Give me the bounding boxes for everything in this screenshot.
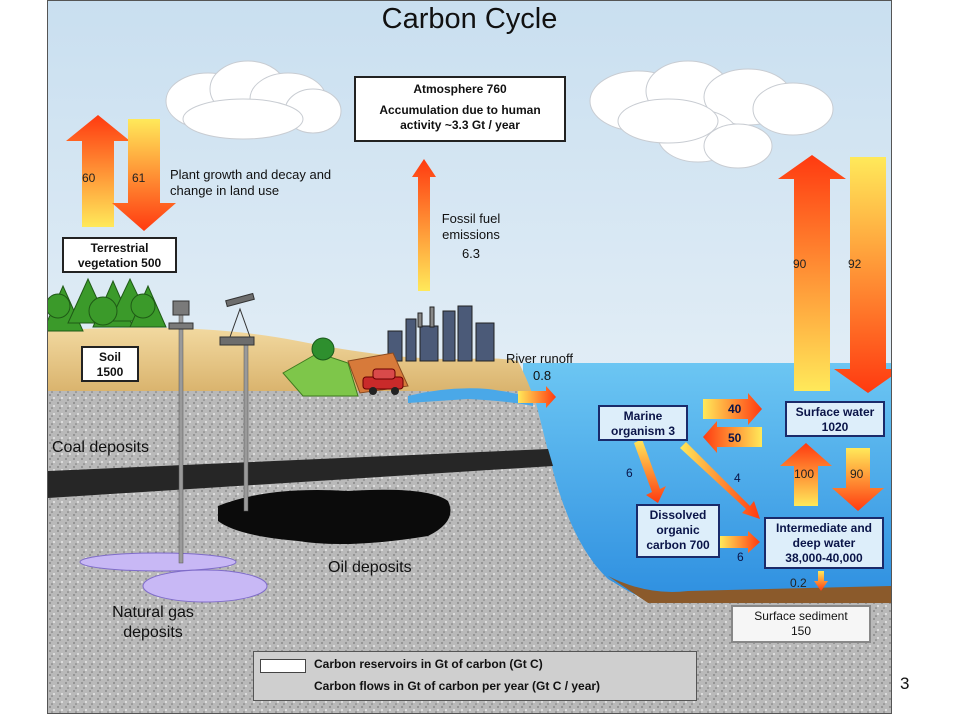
atmosphere-box: Atmosphere 760 Accumulation due to human… <box>354 76 566 142</box>
gas-pocket-right <box>142 569 268 603</box>
flow-sediment: 0.2 <box>790 576 807 590</box>
cloud-left <box>165 60 342 140</box>
flow-surface-to-marine: 50 <box>728 431 742 445</box>
arrow-surface-to-marine <box>703 421 762 453</box>
arrow-ocean-up <box>778 155 846 391</box>
flow-doc-to-deep: 6 <box>737 550 744 564</box>
atmosphere-title: Atmosphere 760 <box>413 82 507 96</box>
soil-name: Soil <box>98 350 121 364</box>
deep-water-box: Intermediate and deep water 38,000-40,00… <box>764 517 884 569</box>
forest-icon <box>48 277 167 332</box>
plant-label: Plant growth and decay and change in lan… <box>170 167 332 198</box>
city-icon <box>387 305 495 362</box>
arrow-surface-to-deep <box>832 448 884 511</box>
marine-organism-box: Marine organism 3 <box>598 405 688 441</box>
deep-water-name: Intermediate and deep water <box>775 521 873 550</box>
soil-box: Soil 1500 <box>81 346 139 382</box>
deep-water-value: 38,000-40,000 <box>785 551 863 565</box>
arrow-river <box>518 386 556 408</box>
coal-label: Coal deposits <box>52 439 149 456</box>
gas-pocket-left <box>79 552 237 572</box>
doc-box: Dissolved organic carbon 700 <box>636 504 720 558</box>
gas-label: Natural gas deposits <box>112 604 194 641</box>
arrow-plant-up <box>66 115 130 227</box>
sediment-value: 150 <box>790 624 812 638</box>
flow-marine-to-doc: 6 <box>626 466 633 480</box>
oil-deposit <box>218 489 451 545</box>
vegetation-box: Terrestrial vegetation 500 <box>62 237 177 273</box>
sediment-name: Surface sediment <box>754 609 848 623</box>
atmosphere-accumulation: Accumulation due to human activity ~3.3 … <box>379 103 541 132</box>
flow-plant-up: 60 <box>82 171 96 185</box>
arrow-marine-to-doc <box>634 439 666 503</box>
soil-value: 1500 <box>96 365 124 379</box>
arrow-sediment <box>814 571 828 591</box>
surface-water-name: Surface water <box>795 405 875 419</box>
arrow-fossil-up <box>412 159 436 291</box>
diagram-canvas <box>48 1 891 713</box>
surface-water-value: 1020 <box>821 420 849 434</box>
flow-deep-to-surface: 100 <box>794 467 815 481</box>
arrow-marine-to-deep <box>680 442 760 519</box>
sea-floor <box>608 576 891 603</box>
car-icon <box>362 368 404 395</box>
diagram-frame: Carbon Cycle Atmosphere 760 Accumulation… <box>47 0 892 714</box>
legend: Carbon reservoirs in Gt of carbon (Gt C)… <box>253 651 697 701</box>
arrow-marine-to-surface <box>703 393 762 425</box>
surface-sediment-box: Surface sediment 150 <box>731 605 871 643</box>
oil-well-pipe <box>243 340 249 512</box>
flow-surface-to-deep: 90 <box>850 467 864 481</box>
legend-reservoir-swatch <box>260 659 306 673</box>
flow-ocean-down: 92 <box>848 257 862 271</box>
coal-seam <box>48 449 553 498</box>
flow-plant-down: 61 <box>132 171 146 185</box>
arrow-plant-down <box>112 119 176 231</box>
legend-flows: Carbon flows in Gt of carbon per year (G… <box>314 679 601 693</box>
arrow-ocean-down <box>834 157 891 393</box>
surface-water-box: Surface water 1020 <box>785 401 885 437</box>
oil-label: Oil deposits <box>328 559 412 576</box>
slide-number: 3 <box>900 674 910 693</box>
river <box>408 388 533 406</box>
arrow-deep-to-surface <box>780 443 832 506</box>
river-label: River runoff <box>506 351 573 366</box>
flow-marine-to-deep: 4 <box>734 471 741 485</box>
wellhead-icon <box>168 300 194 330</box>
flow-marine-to-surface: 40 <box>728 402 742 416</box>
fossil-label: Fossil fuel emissions <box>441 211 501 242</box>
page-title: Carbon Cycle <box>381 3 558 35</box>
land-surface <box>48 327 533 396</box>
arrow-doc-to-deep <box>720 531 760 553</box>
flow-ocean-up: 90 <box>793 257 807 271</box>
legend-reservoirs: Carbon reservoirs in Gt of carbon (Gt C) <box>314 657 543 671</box>
cloud-right <box>589 60 834 169</box>
fossil-value: 6.3 <box>461 246 481 261</box>
oil-pump-icon <box>219 292 255 346</box>
river-value: 0.8 <box>533 368 552 383</box>
gas-well-pipe <box>178 312 184 564</box>
